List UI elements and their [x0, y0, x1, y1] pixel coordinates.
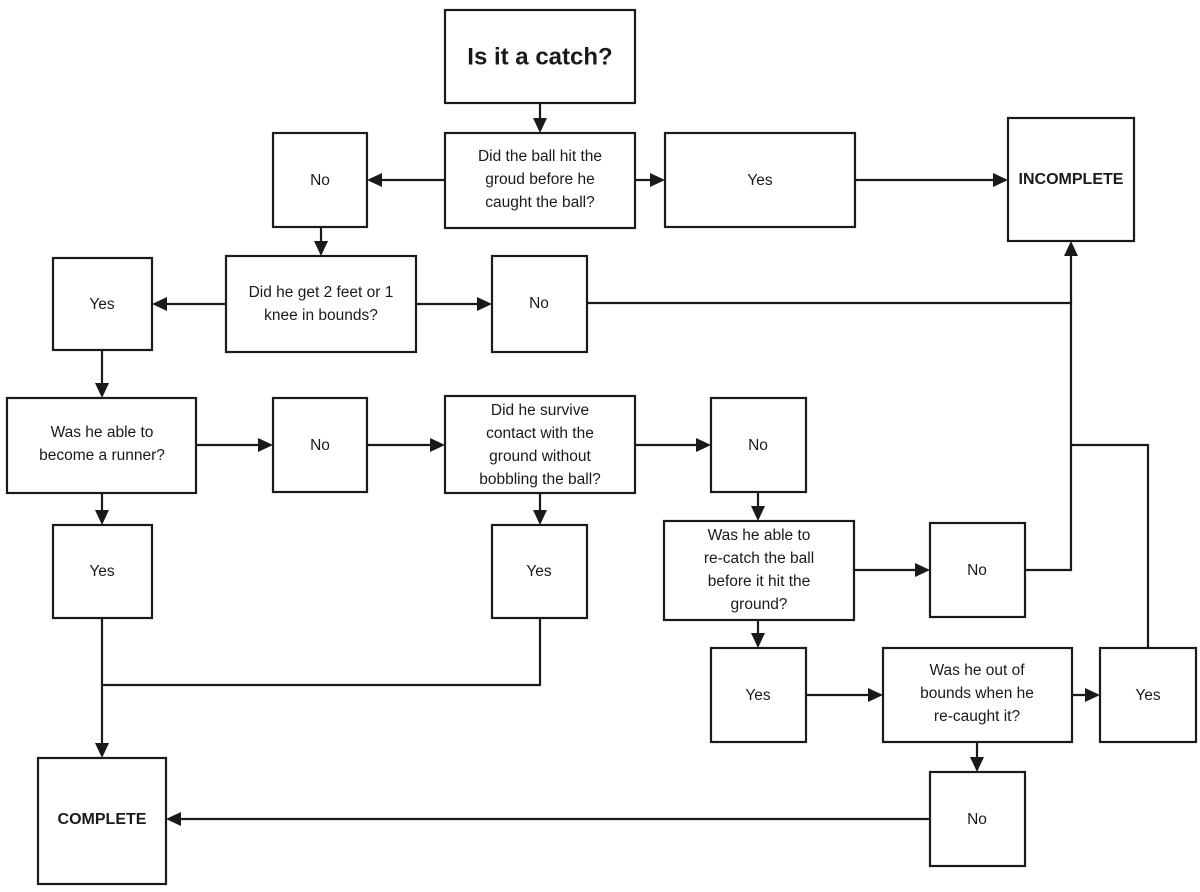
node-a-oob-yes[interactable]: Yes [1098, 646, 1198, 744]
edge-no-to-survivecontact [367, 438, 445, 452]
edge-yes-to-becomerunner [95, 350, 109, 398]
edge-no-recatch-to-incomplete [1025, 303, 1073, 572]
edge-outofbounds-to-no [970, 742, 984, 772]
node-q-become-runner[interactable]: Was he able to become a runner? [5, 396, 198, 495]
node-q-survive-contact-line2: contact with the [486, 425, 594, 442]
node-a-oob-no-label: No [967, 811, 987, 828]
node-q-survive-contact-line3: ground without [489, 448, 591, 465]
node-q-recatch-line1: Was he able to [708, 527, 811, 544]
node-title-label: Is it a catch? [467, 43, 612, 70]
node-q-ball-hit-ground[interactable]: Did the ball hit the groud before he cau… [443, 131, 637, 230]
edge-outofbounds-to-yes [1072, 688, 1100, 702]
node-q-out-of-bounds-line2: bounds when he [920, 685, 1034, 702]
edge-becomerunner-to-yes [95, 493, 109, 525]
node-q-become-runner-line1: Was he able to [51, 424, 154, 441]
node-incomplete-label: INCOMPLETE [1019, 171, 1124, 188]
node-q-survive-contact-line1: Did he survive [491, 402, 589, 419]
node-a-survive-yes-label: Yes [526, 563, 552, 580]
node-q-out-of-bounds[interactable]: Was he out of bounds when he re-caught i… [881, 646, 1074, 744]
edge-title-to-ball-hit [533, 103, 547, 133]
node-a-runner-no-label: No [310, 437, 330, 454]
edge-survive-yes-to-complete [102, 618, 542, 687]
node-a-ball-hit-no[interactable]: No [271, 131, 369, 229]
node-a-survive-yes[interactable]: Yes [490, 523, 589, 620]
node-a-ball-hit-yes[interactable]: Yes [663, 131, 857, 229]
node-q-feet-bounds-line2: knee in bounds? [264, 307, 378, 324]
edge-no-row2-to-incomplete [587, 241, 1078, 305]
node-a-ball-hit-yes-label: Yes [747, 172, 773, 189]
node-q-out-of-bounds-line1: Was he out of [929, 662, 1025, 679]
node-a-survive-no-label: No [748, 437, 768, 454]
edge-ballhit-to-yes [635, 173, 665, 187]
edge-feetbounds-to-no [416, 297, 492, 311]
edge-survivecontact-to-yes [533, 493, 547, 525]
node-a-feet-yes[interactable]: Yes [51, 256, 154, 352]
node-layer: Is it a catch? Did the ball hit the grou… [5, 8, 1198, 886]
node-a-feet-yes-label: Yes [89, 296, 115, 313]
node-q-become-runner-line2: become a runner? [39, 447, 165, 464]
edge-runner-yes-to-complete [95, 618, 109, 758]
node-a-feet-no-label: No [529, 295, 549, 312]
node-a-ball-hit-no-label: No [310, 172, 330, 189]
edge-trunk-branch-to-oob-yes [1071, 443, 1150, 648]
node-a-runner-no[interactable]: No [271, 396, 369, 494]
edge-no-to-recatch [751, 492, 765, 521]
node-q-feet-bounds[interactable]: Did he get 2 feet or 1 knee in bounds? [224, 254, 418, 354]
node-complete-label: COMPLETE [58, 811, 147, 828]
node-q-recatch[interactable]: Was he able to re-catch the ball before … [662, 519, 856, 622]
node-q-feet-bounds-line1: Did he get 2 feet or 1 [249, 284, 394, 301]
edge-yes-to-outofbounds [806, 688, 883, 702]
node-q-recatch-line3: before it hit the [708, 573, 811, 590]
node-a-runner-yes[interactable]: Yes [51, 523, 154, 620]
edge-no-oob-to-complete [166, 812, 930, 826]
node-title[interactable]: Is it a catch? [443, 8, 637, 105]
node-a-recatch-yes[interactable]: Yes [709, 646, 808, 744]
node-a-oob-yes-label: Yes [1135, 687, 1161, 704]
node-q-recatch-line2: re-catch the ball [704, 550, 814, 567]
edge-layer [95, 103, 1150, 826]
node-q-ball-hit-ground-line3: caught the ball? [485, 194, 595, 211]
node-a-feet-no[interactable]: No [490, 254, 589, 354]
edge-no-to-feetbounds [314, 227, 328, 256]
edge-recatch-to-no [854, 563, 930, 577]
node-a-oob-no[interactable]: No [928, 770, 1027, 868]
node-q-survive-contact-line4: bobbling the ball? [479, 471, 601, 488]
edge-yes-to-incomplete [855, 173, 1008, 187]
edge-survivecontact-to-no [635, 438, 711, 452]
node-q-survive-contact[interactable]: Did he survive contact with the ground w… [443, 394, 637, 495]
node-q-out-of-bounds-line3: re-caught it? [934, 708, 1021, 725]
node-incomplete[interactable]: INCOMPLETE [1006, 116, 1136, 243]
node-complete[interactable]: COMPLETE [36, 756, 168, 886]
edge-recatch-to-yes [751, 620, 765, 648]
node-a-recatch-no-label: No [967, 562, 987, 579]
node-a-recatch-no[interactable]: No [928, 521, 1027, 619]
node-a-runner-yes-label: Yes [89, 563, 115, 580]
node-a-survive-no[interactable]: No [709, 396, 808, 494]
node-q-recatch-line4: ground? [731, 596, 788, 613]
edge-becomerunner-to-no [196, 438, 273, 452]
node-q-ball-hit-ground-line1: Did the ball hit the [478, 148, 602, 165]
edge-ballhit-to-no [367, 173, 445, 187]
edge-feetbounds-to-yes [152, 297, 226, 311]
node-a-recatch-yes-label: Yes [745, 687, 771, 704]
node-q-ball-hit-ground-line2: groud before he [485, 171, 594, 188]
